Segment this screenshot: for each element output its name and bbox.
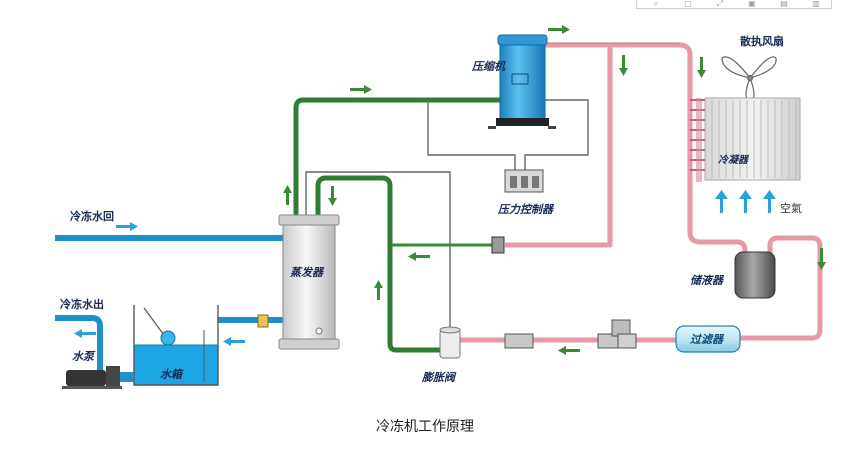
arrow-up-loop	[374, 280, 383, 300]
control-wires	[305, 99, 589, 330]
copy-icon[interactable]: ▢	[684, 0, 692, 8]
arrow-right-return	[116, 222, 138, 231]
arrow-down-condenser	[697, 57, 706, 78]
fan-icon	[721, 56, 777, 103]
evaporator	[278, 214, 340, 350]
discharge-line	[545, 42, 693, 180]
water-valve	[257, 314, 269, 328]
pressure-sense-line-pink	[505, 45, 613, 248]
share-icon[interactable]: ▤	[780, 0, 788, 8]
expand-icon[interactable]: ⤢	[716, 0, 724, 8]
arrow-left-outlet	[74, 329, 96, 338]
arrow-right-suction	[350, 85, 372, 94]
compressor	[488, 34, 556, 129]
receiver-tank	[734, 251, 776, 299]
suction-line-top	[293, 97, 500, 215]
label-pump: 水泵	[72, 350, 96, 363]
arrow-down-receiver	[817, 248, 826, 270]
label-air: 空氣	[780, 201, 802, 215]
diagram-caption: 冷冻机工作原理	[376, 419, 474, 435]
hot-refrigerant-lines	[460, 42, 823, 343]
arrow-right-discharge	[548, 25, 570, 34]
liquid-line-valves	[504, 319, 637, 349]
expansion-valve-body	[439, 326, 461, 359]
filter-drier	[675, 325, 741, 353]
air-flow-arrows	[715, 190, 776, 213]
label-chilled-water-out: 冷冻水出	[60, 297, 104, 311]
arrow-up-evap-out	[283, 185, 292, 205]
label-tank: 水箱	[160, 368, 184, 381]
arrow-down-evap-in	[328, 186, 337, 206]
receiver-out-line	[740, 235, 823, 341]
component-labels: 压缩机 散执风扇 冷凝器 空氣 压力控制器 冷冻水回 冷冻水出 蒸发器 水泵 水…	[60, 34, 802, 384]
sense-valve	[491, 236, 505, 254]
image-toolbar: ⌕ ▢ ⤢ ▣ ▤ ▥	[636, 0, 832, 9]
arrow-down-sense	[619, 55, 628, 76]
label-condenser: 冷凝器	[718, 154, 750, 166]
condenser	[690, 97, 801, 182]
arrow-left-liquid	[558, 346, 580, 355]
pressure-controller-body	[504, 169, 544, 193]
download-icon[interactable]: ▥	[812, 0, 820, 8]
label-evaporator: 蒸发器	[290, 266, 325, 279]
image-icon[interactable]: ▣	[748, 0, 756, 8]
label-compressor: 压缩机	[471, 60, 506, 73]
evaporator-loop	[315, 175, 440, 353]
label-receiver: 储液器	[690, 274, 725, 287]
arrow-left-to-tank	[223, 337, 245, 346]
zoom-icon[interactable]: ⌕	[653, 0, 659, 8]
suction-lines	[293, 97, 500, 353]
outlet-water-pipe	[55, 315, 103, 370]
water-lines	[55, 235, 283, 370]
water-tank	[133, 305, 219, 386]
label-fan: 散执风扇	[740, 34, 784, 48]
condenser-to-receiver-line	[687, 180, 748, 255]
label-chilled-water-return: 冷冻水回	[70, 209, 114, 223]
refrigerant-flow-arrows	[283, 25, 826, 355]
label-expansion-valve: 膨胀阀	[421, 371, 457, 384]
water-pump	[62, 366, 134, 389]
label-pressure-controller: 压力控制器	[497, 203, 555, 216]
arrow-left-sense	[408, 252, 430, 261]
label-filter: 过滤器	[690, 333, 725, 346]
water-flow-arrows	[74, 222, 245, 346]
